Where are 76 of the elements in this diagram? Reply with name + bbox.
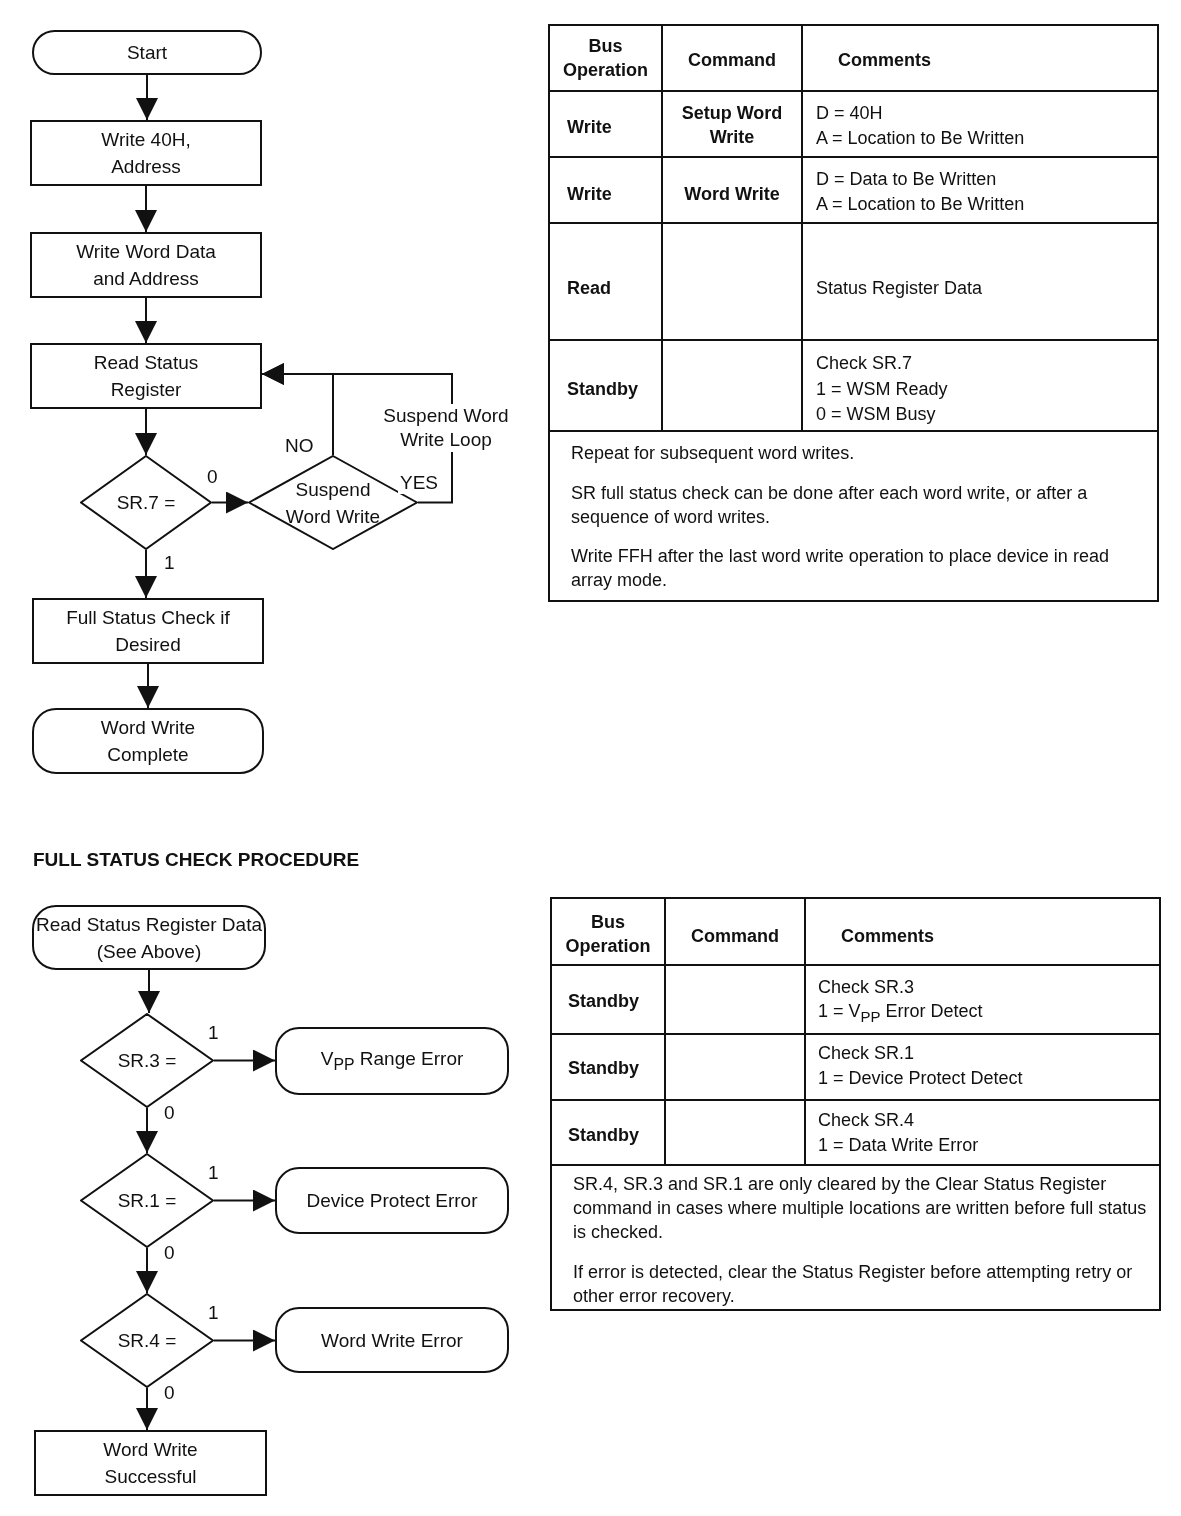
table-cell-text: Standby <box>568 1057 639 1080</box>
table-cell-text: Standby <box>567 378 638 401</box>
process-box <box>30 232 262 298</box>
arrow <box>135 185 157 233</box>
terminal-box <box>275 1027 509 1095</box>
arrow <box>138 969 160 1014</box>
step-text: Read Status Register Data (See Above) <box>35 912 263 964</box>
table-cell-text: Status Register Data <box>816 277 983 300</box>
terminal-box <box>32 708 264 774</box>
arrow <box>136 1247 158 1294</box>
column-header: Bus Operation <box>564 911 652 958</box>
note-text: Write FFH after the last word write operation to place device in read array mode. <box>571 545 1110 592</box>
table-cell-text: Setup Word Write <box>680 102 784 149</box>
condition-text: SR.7 = <box>115 491 177 515</box>
arrow <box>211 491 249 514</box>
table-cell-text: Standby <box>568 990 639 1013</box>
table-cell-text: Read <box>567 277 611 300</box>
table-cell-text: 1 = WSM Ready <box>816 378 948 401</box>
terminal-box <box>32 905 266 970</box>
note-text: SR full status check can be done after each word write, or after a sequence of word writes. <box>571 482 1089 529</box>
arrow <box>213 1189 276 1212</box>
condition-text: SR.3 = <box>116 1049 178 1073</box>
column-header: Comments <box>841 925 934 948</box>
step-text: Word Write Complete <box>99 716 197 767</box>
note-text: If error is detected, clear the Status Register before attempting retry or other error recovery. <box>573 1261 1134 1308</box>
table-cell-text: 1 = V$_{PP}$ Error Detect <box>818 1000 983 1027</box>
step-text: Start <box>125 41 169 65</box>
arrow <box>213 1049 276 1072</box>
table-cell-text: 0 = WSM Busy <box>816 403 936 426</box>
table-cell-text: Check SR.7 <box>816 352 913 375</box>
table-cell-text: D = Data to Be Written <box>816 168 997 191</box>
step-text: Device Protect Error <box>305 1189 479 1213</box>
arrow <box>136 1387 158 1431</box>
process-box <box>30 120 262 186</box>
step-text: Write 40H, Address <box>100 128 192 179</box>
arrow <box>136 74 158 121</box>
table-cell-text: Word Write <box>683 183 781 206</box>
terminal-box <box>275 1167 509 1234</box>
terminal-box <box>275 1307 509 1373</box>
table-cell-text: D = 40H <box>816 102 883 125</box>
step-text: Write Word Data and Address <box>75 240 217 291</box>
step-text: Read Status Register <box>92 351 200 402</box>
arrow <box>135 297 157 344</box>
table-cell-text: A = Location to Be Written <box>816 193 1025 216</box>
column-header: Bus Operation <box>562 35 649 82</box>
table-cell-text: A = Location to Be Written <box>816 127 1025 150</box>
step-text: Word Write Error <box>320 1328 464 1353</box>
arrow <box>137 663 159 709</box>
table-cell-text: 1 = Device Protect Detect <box>818 1067 1023 1090</box>
table-cell-text: 1 = Data Write Error <box>818 1134 979 1157</box>
process-box <box>34 1430 267 1496</box>
column-header: Command <box>687 49 777 72</box>
step-text: Word Write Successful <box>102 1438 199 1489</box>
column-header: Command <box>690 925 780 948</box>
condition-text: Suspend Word Write <box>284 477 382 529</box>
note-text: SR.4, SR.3 and SR.1 are only cleared by the Clear Status Register command in cases where multiple locations are written before full status is checked. <box>573 1173 1148 1244</box>
arrow <box>135 549 157 599</box>
table-cell-text: Standby <box>568 1124 639 1147</box>
table-cell-text: Check SR.1 <box>818 1042 915 1065</box>
condition-text: SR.4 = <box>116 1329 178 1353</box>
arrow <box>136 1107 158 1154</box>
terminal-box <box>32 30 262 75</box>
process-box <box>32 598 264 664</box>
condition-text: SR.1 = <box>116 1189 178 1213</box>
arrow <box>213 1329 276 1352</box>
column-header: Comments <box>838 49 931 72</box>
table-cell-text: Check SR.3 <box>818 976 915 999</box>
process-box <box>30 343 262 409</box>
table-cell-text: Write <box>567 183 612 206</box>
section-heading: FULL STATUS CHECK PROCEDURE <box>33 848 360 872</box>
note-text: Repeat for subsequent word writes. <box>571 442 856 465</box>
arrow <box>135 408 157 456</box>
step-text: Full Status Check if Desired <box>65 606 231 657</box>
table-cell-text: Write <box>567 116 612 139</box>
step-text: V$_{PP}$ Range Error <box>319 1046 465 1075</box>
table-cell-text: Check SR.4 <box>818 1109 915 1132</box>
